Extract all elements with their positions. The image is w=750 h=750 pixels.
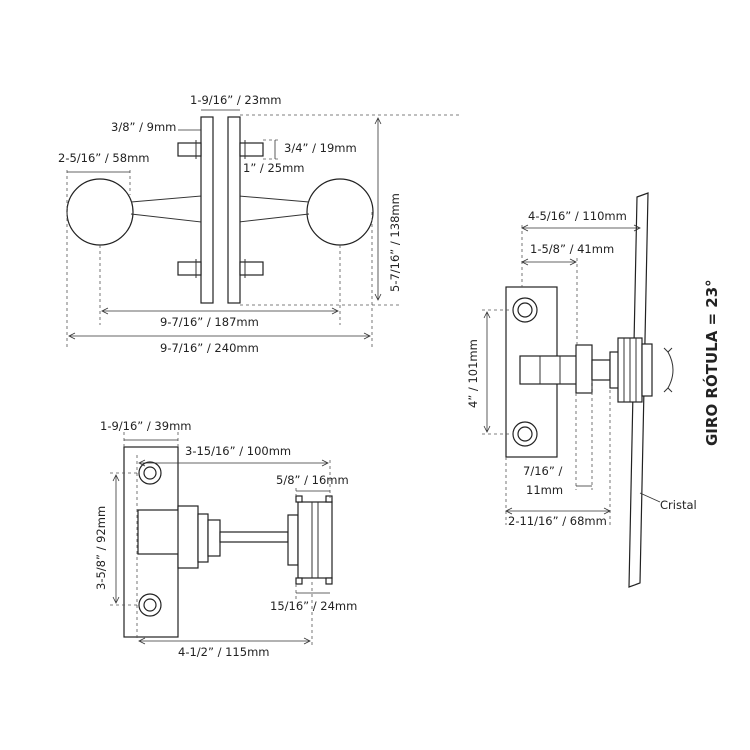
dim-side-gap-a: 7/16” / [523,464,562,478]
glass-label: Cristal [660,498,697,512]
left-top-pin [177,142,202,157]
right-bar [227,116,241,304]
right-bottom-pin [239,261,264,276]
dim-plate-width: 1-9/16” / 39mm [100,419,191,433]
dim-pin-length: 3/4” / 19mm [284,141,357,155]
dim-side-total: 2-11/16” / 68mm [508,514,607,528]
right-top-pin [239,142,264,157]
left-bar [200,116,214,304]
dim-knob-centers: 9-7/16” / 187mm [160,315,259,329]
right-knob [306,178,374,246]
dim-top-height: 3-5/8” / 92mm [94,506,108,590]
right-arm [238,195,310,223]
dim-clamp: 15/16” / 24mm [270,599,357,613]
dim-pin-offset: 1” / 25mm [243,161,305,175]
dim-side-height: 4” / 101mm [466,339,480,408]
dim-knob-diameter: 2-5/16” / 58mm [58,151,149,165]
hinge-collar [177,505,199,569]
dim-side-reach: 4-5/16” / 110mm [528,209,627,223]
left-arm [130,195,202,223]
top-view: 1-9/16” / 39mm 3-15/16” / 100mm 3-5/8” /… [94,419,357,659]
glass-clamp [297,501,333,579]
front-view: 1-9/16” / 23mm 3/8” / 9mm 2-5/16” / 58mm… [58,93,460,355]
dim-glass-gap: 5/8” / 16mm [276,473,349,487]
dim-bar-offset: 3/8” / 9mm [111,120,176,134]
dim-overall-width: 9-7/16” / 240mm [160,341,259,355]
dim-front-height: 5-7/16” / 138mm [388,193,402,292]
rod [219,531,289,543]
hinge-block [137,509,181,555]
rotation-arc [667,351,674,389]
dim-bar-width: 1-9/16” / 23mm [190,93,281,107]
dim-side-plate: 1-5/8” / 41mm [530,242,614,256]
dim-top-depth: 3-15/16” / 100mm [185,444,291,458]
left-bottom-pin [177,261,202,276]
rotation-label: GIRO RÓTULA = 23° [702,279,721,446]
dim-side-gap-b: 11mm [526,483,563,497]
dim-top-total: 4-1/2” / 115mm [178,645,269,659]
left-knob [66,178,134,246]
side-view: 4-5/16” / 110mm 1-5/8” / 41mm 4” / 101mm… [466,192,721,588]
side-hinge [519,355,579,385]
